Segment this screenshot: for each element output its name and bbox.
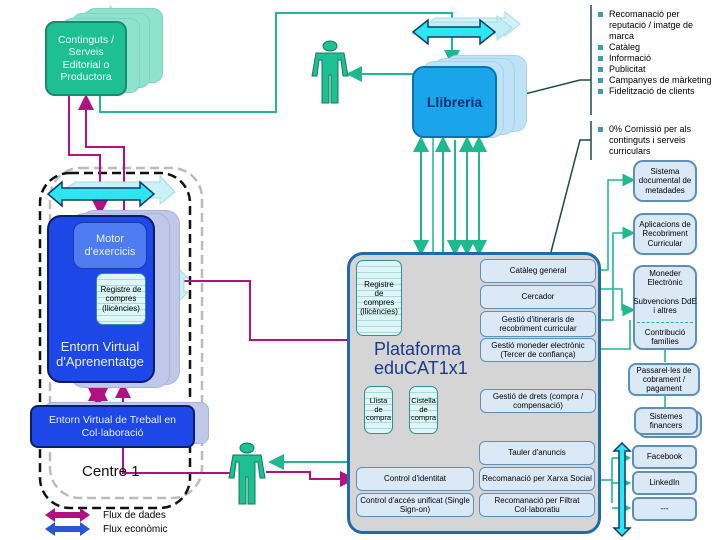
module-rights[interactable]: Gestió de drets (compra / compensació) — [480, 389, 596, 413]
wallet-title: Moneder Electrònic — [647, 268, 683, 287]
platform-title-line-1: Plataforma — [374, 339, 462, 359]
legend-economic-flow-arrow — [45, 522, 90, 536]
wallet-family: Contribució famílies — [644, 327, 686, 346]
wallet-subsidies: Subvencions DdE i altres — [633, 296, 697, 315]
payment-gateways[interactable]: Passarel·les de cobrament / pagament — [628, 363, 700, 396]
legend-economic-flow: Flux econòmic — [103, 524, 168, 535]
wallet-box[interactable] — [633, 265, 697, 350]
bookstore-box[interactable]: Llibreria — [412, 66, 497, 138]
legend-arrows — [45, 508, 90, 536]
centre-label: Centre 1 — [82, 463, 140, 480]
flow-evtc-person — [122, 447, 232, 474]
wallet-divider — [637, 322, 693, 323]
module-search[interactable]: Cercador — [480, 285, 596, 309]
service-item: Campanyes de màrketing — [597, 75, 717, 86]
metadata-system[interactable]: Sistema documental de metadades — [633, 160, 697, 202]
eva-label: Entorn Virtual d'Aprenentatge — [56, 339, 144, 369]
bookstore-services-list: Recomanació per reputació / imatge de ma… — [597, 9, 717, 97]
module-sso[interactable]: Control d'accés unificat (Single Sign-on… — [356, 493, 474, 517]
module-itineraries[interactable]: Gestió d'itineraris de recobriment curri… — [480, 311, 596, 337]
bookstore-arrow — [411, 18, 497, 46]
service-item: Informació — [597, 53, 717, 64]
legend-data-flow: Flux de dades — [103, 510, 166, 521]
centre-outline — [38, 171, 192, 510]
evtc-box[interactable]: Entorn Virtual de Treball en Col·laborac… — [30, 405, 195, 448]
service-item: Catàleg — [597, 42, 717, 53]
platform-title-line-2: eduCAT1x1 — [374, 358, 468, 378]
curricular-apps[interactable]: Aplicacions de Recobriment Curricular — [633, 213, 697, 255]
module-collab-rec[interactable]: Recomanació per Filtrat Col·laboratiu — [479, 493, 595, 517]
social-arrow — [612, 441, 632, 538]
centre-register[interactable]: Registre de compres (llicències) — [96, 273, 146, 325]
person-icon — [311, 40, 349, 104]
module-catalog[interactable]: Catàleg general — [480, 259, 596, 283]
commission-connector — [550, 139, 591, 253]
bookstore-platform-links — [413, 136, 487, 256]
financial-systems[interactable]: Sistemes financers — [634, 407, 698, 435]
producer-box[interactable]: Continguts / Serveis Editorial o Product… — [45, 21, 127, 96]
social-other[interactable]: --- — [632, 497, 697, 521]
platform-register[interactable]: Registre de compres (llicències) — [356, 260, 402, 336]
person-icon-bottom — [228, 442, 266, 505]
service-item: Recomanació per reputació / imatge de ma… — [597, 9, 717, 42]
platform-title: Plataforma eduCAT1x1 — [374, 339, 468, 382]
legend-data-flow-arrow — [45, 508, 90, 522]
commission-text: 0% Comissió per als continguts i serveis… — [597, 124, 707, 157]
centre-arrow — [46, 180, 156, 208]
module-social-rec[interactable]: Recomanació per Xarxa Social — [479, 467, 595, 491]
motor-exercicis[interactable]: Motor d'exercicis — [73, 222, 147, 269]
commission-note: 0% Comissió per als continguts i serveis… — [597, 124, 707, 157]
service-item: Publicitat — [597, 64, 717, 75]
wishlist-box[interactable]: Llista de compra — [364, 386, 393, 434]
module-board[interactable]: Tauler d'anuncis — [479, 441, 595, 465]
module-identity[interactable]: Control d'identitat — [356, 467, 474, 491]
cart-box[interactable]: Cistella de compra — [409, 386, 438, 434]
social-facebook[interactable]: Facebook — [632, 445, 697, 469]
service-item: Fidelització de clients — [597, 86, 717, 97]
module-wallet[interactable]: Gestió moneder electrònic (Tercer de con… — [480, 338, 596, 362]
social-linkedin[interactable]: LinkedIn — [632, 471, 697, 495]
flow-eva-producer — [78, 94, 125, 215]
flow-person-identity — [266, 471, 356, 487]
